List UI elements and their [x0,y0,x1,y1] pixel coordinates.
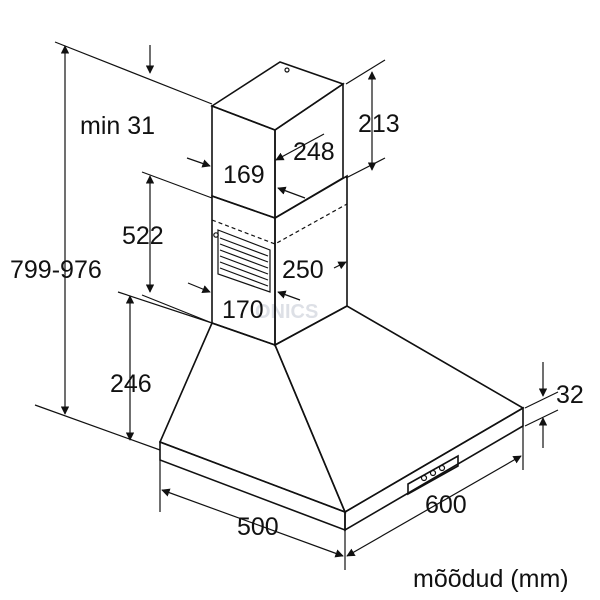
label-upper-chimney-width: 248 [293,138,335,166]
lower-chimney [211,174,348,347]
label-min-gap: min 31 [80,112,155,140]
label-width: 600 [425,491,467,519]
dimension-lines [34,41,559,570]
watermark: ONICS [255,301,318,323]
label-lower-chimney-height: 522 [122,222,164,250]
label-canopy-height: 246 [110,370,152,398]
label-total-height: 799-976 [10,256,102,284]
label-base-thickness: 32 [556,381,584,409]
canopy [158,305,525,532]
label-lower-chimney-depth: 170 [222,296,264,324]
vent-grille [217,229,271,293]
label-lower-chimney-width: 250 [282,256,324,284]
label-upper-chimney-height: 213 [358,110,400,138]
units-caption: mõõdud (mm) [413,565,569,593]
label-upper-chimney-depth: 169 [223,161,265,189]
label-depth: 500 [237,513,279,541]
